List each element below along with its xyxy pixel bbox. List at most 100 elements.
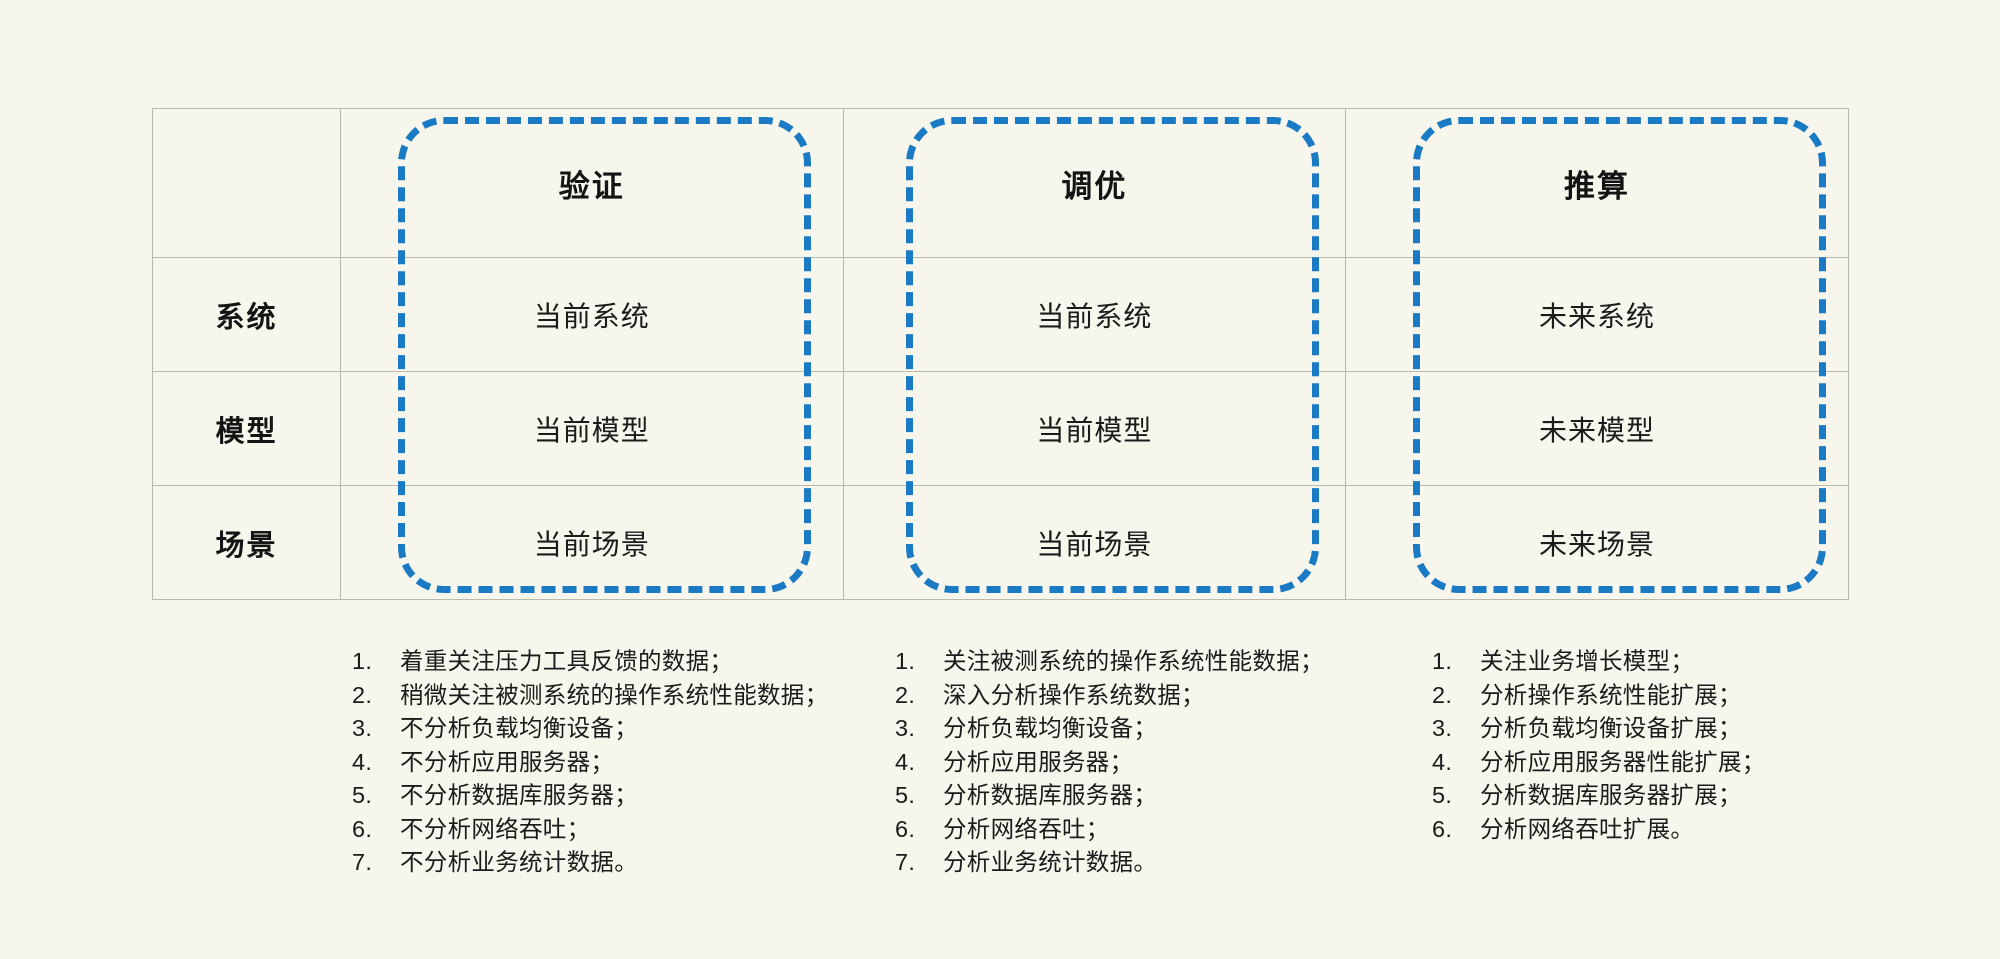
notes-list-verification: 1. 着重关注压力工具反馈的数据； 2. 稍微关注被测系统的操作系统性能数据； 3.…: [352, 645, 852, 880]
list-item-number: 3.: [1432, 715, 1453, 741]
list-item-text: 不分析应用服务器；: [400, 748, 615, 775]
row-label-system: 系统: [152, 257, 341, 372]
table-cell: 当前场景: [842, 485, 1347, 600]
list-item-number: 2.: [1432, 681, 1453, 708]
list-item-number: 5.: [895, 782, 916, 808]
cell-text: 当前模型: [1036, 414, 1153, 446]
list-item-text: 关注被测系统的操作系统性能数据；: [943, 648, 1324, 674]
cell-text: 当前系统: [533, 300, 650, 332]
list-item-text: 深入分析操作系统数据；: [943, 681, 1205, 708]
list-item-text: 分析数据库服务器；: [943, 782, 1158, 808]
table-header-row: 验证 调优 推算: [152, 108, 1849, 258]
list-item-number: 3.: [352, 715, 373, 741]
list-item-number: 6.: [895, 815, 916, 842]
list-item: 3. 不分析负载均衡设备；: [352, 712, 852, 746]
table-row: 模型 当前模型 当前模型 未来模型: [152, 371, 1849, 486]
numbered-list: 1. 着重关注压力工具反馈的数据； 2. 稍微关注被测系统的操作系统性能数据； 3.…: [352, 645, 852, 880]
list-item: 1. 关注业务增长模型；: [1432, 645, 1952, 679]
matrix-table: 验证 调优 推算 系统 当前系统: [152, 108, 1849, 600]
list-item-text: 着重关注压力工具反馈的数据；: [400, 648, 734, 674]
list-item-number: 7.: [895, 849, 916, 875]
list-item-text: 分析应用服务器；: [943, 748, 1134, 775]
table-row: 系统 当前系统 当前系统 未来系统: [152, 257, 1849, 372]
list-item: 6. 分析网络吞吐扩展。: [1432, 813, 1952, 847]
list-item-text: 分析操作系统性能扩展；: [1480, 681, 1742, 708]
table-cell: 未来系统: [1345, 257, 1849, 372]
list-item: 5. 分析数据库服务器扩展；: [1432, 779, 1952, 813]
list-item-text: 不分析数据库服务器；: [400, 782, 638, 808]
cell-text: 未来模型: [1538, 414, 1655, 446]
comparison-matrix: 验证 调优 推算 系统 当前系统: [152, 108, 1849, 600]
list-item-text: 分析数据库服务器扩展；: [1480, 782, 1742, 808]
list-item-text: 分析负载均衡设备扩展；: [1480, 715, 1742, 741]
list-item-text: 分析网络吞吐；: [943, 815, 1110, 842]
list-item: 5. 分析数据库服务器；: [895, 779, 1395, 813]
list-item-number: 6.: [1432, 815, 1453, 842]
row-label-scenario: 场景: [152, 485, 341, 600]
list-item: 6.不分析网络吞吐；: [352, 813, 852, 847]
notes-list-tuning: 1. 关注被测系统的操作系统性能数据； 2.深入分析操作系统数据； 3. 分析负载均…: [895, 645, 1395, 880]
list-item-number: 7.: [352, 849, 373, 875]
list-item: 7. 不分析业务统计数据。: [352, 846, 852, 880]
column-header-label: 推算: [1563, 168, 1630, 204]
cell-text: 当前模型: [533, 414, 650, 446]
list-item-number: 5.: [352, 782, 373, 808]
list-item-number: 4.: [895, 748, 916, 775]
list-item-number: 4.: [352, 748, 373, 775]
list-item: 1. 关注被测系统的操作系统性能数据；: [895, 645, 1395, 679]
column-header-estimation: 推算: [1345, 108, 1849, 258]
list-item-text: 不分析负载均衡设备；: [400, 715, 638, 741]
cell-text: 当前系统: [1036, 300, 1153, 332]
list-item: 2.深入分析操作系统数据；: [895, 679, 1395, 713]
column-header-label: 调优: [1061, 168, 1128, 204]
list-item: 7.分析业务统计数据。: [895, 846, 1395, 880]
list-item-text: 不分析业务统计数据。: [400, 849, 638, 875]
notes-list-estimation: 1.关注业务增长模型； 2.分析操作系统性能扩展； 3.分析负载均衡设备扩展； …: [1432, 645, 1952, 846]
list-item: 4. 分析应用服务器；: [895, 746, 1395, 780]
list-item-text: 关注业务增长模型；: [1480, 648, 1695, 674]
corner-cell: [152, 108, 341, 258]
list-item-text: 分析应用服务器性能扩展；: [1480, 748, 1766, 775]
list-item-number: 1.: [352, 648, 373, 674]
numbered-list: 1. 关注被测系统的操作系统性能数据； 2.深入分析操作系统数据； 3. 分析负载均…: [895, 645, 1395, 880]
table-cell: 未来模型: [1345, 371, 1849, 486]
table-cell: 当前系统: [842, 257, 1347, 372]
list-item-text: 分析网络吞吐扩展。: [1480, 815, 1695, 842]
list-item-number: 1.: [895, 648, 916, 674]
row-label-text: 系统: [215, 301, 278, 334]
cell-text: 未来场景: [1538, 528, 1655, 560]
list-item-text: 分析负载均衡设备；: [943, 715, 1158, 741]
list-item-number: 2.: [352, 681, 373, 708]
list-item: 4. 分析应用服务器性能扩展；: [1432, 746, 1952, 780]
row-label-text: 模型: [215, 415, 278, 448]
list-item: 1. 着重关注压力工具反馈的数据；: [352, 645, 852, 679]
list-item-number: 6.: [352, 815, 373, 842]
table-cell: 当前系统: [340, 257, 844, 372]
numbered-list: 1.关注业务增长模型； 2.分析操作系统性能扩展； 3.分析负载均衡设备扩展； …: [1432, 645, 1952, 846]
row-label-text: 场景: [215, 529, 278, 562]
list-item-text: 稍微关注被测系统的操作系统性能数据；: [400, 681, 829, 708]
table-cell: 当前场景: [340, 485, 844, 600]
table-row: 场景 当前场景 当前场景 未来场景: [152, 485, 1849, 600]
list-item: 3. 分析负载均衡设备；: [895, 712, 1395, 746]
list-item-number: 5.: [1432, 782, 1453, 808]
table-cell: 当前模型: [842, 371, 1347, 486]
list-item-number: 4.: [1432, 748, 1453, 775]
table-cell: 当前模型: [340, 371, 844, 486]
column-header-label: 验证: [558, 168, 625, 204]
cell-text: 当前场景: [533, 528, 650, 560]
list-item: 6. 分析网络吞吐；: [895, 813, 1395, 847]
row-label-model: 模型: [152, 371, 341, 486]
column-header-verification: 验证: [340, 108, 844, 258]
column-header-tuning: 调优: [842, 108, 1347, 258]
list-item: 3. 分析负载均衡设备扩展；: [1432, 712, 1952, 746]
cell-text: 未来系统: [1538, 300, 1655, 332]
list-item: 4. 不分析应用服务器；: [352, 746, 852, 780]
list-item-number: 3.: [895, 715, 916, 741]
table-cell: 未来场景: [1345, 485, 1849, 600]
list-item: 2. 分析操作系统性能扩展；: [1432, 679, 1952, 713]
list-item: 2. 稍微关注被测系统的操作系统性能数据；: [352, 679, 852, 713]
list-item: 5. 不分析数据库服务器；: [352, 779, 852, 813]
list-item-number: 1.: [1432, 648, 1453, 674]
